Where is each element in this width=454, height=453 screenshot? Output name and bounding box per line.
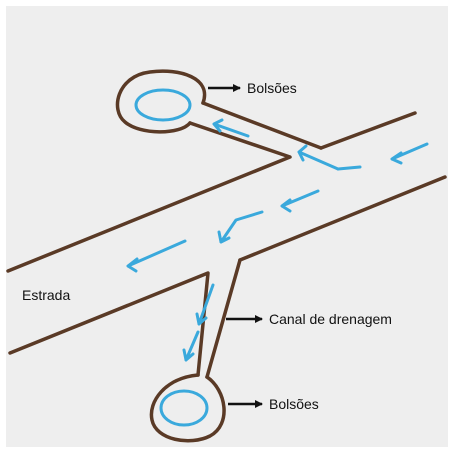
channel-right-edge (205, 258, 242, 379)
road-lower-edge (8, 271, 210, 377)
flow-arrow-channel-1 (195, 283, 215, 326)
panel-background (6, 6, 448, 447)
labels: Bolsões Estrada Canal de drenagem Bolsõe… (22, 80, 392, 412)
pocket-bottom-water (159, 389, 209, 427)
flow-arrow-main-1 (390, 142, 429, 165)
road-upper-edge-right (319, 111, 417, 150)
road-upper-edge-left (6, 121, 292, 273)
flow-arrow-main-3 (336, 165, 362, 171)
flow-arrow-main-2 (297, 144, 340, 171)
flow-arrow-main-6 (126, 239, 187, 273)
flow-arrow-branch-1 (212, 118, 250, 138)
branch-top-edge (201, 101, 323, 150)
pocket-bottom-label: Bolsões (269, 396, 319, 412)
road-lower-edge-right (238, 175, 447, 262)
road-label: Estrada (22, 287, 70, 303)
flow-arrow-main-4 (280, 189, 320, 213)
flow-arrow-main-5 (217, 210, 264, 244)
pocket-top-outline (115, 69, 207, 134)
pocket-top-label: Bolsões (247, 80, 297, 96)
water-flow-arrows (126, 118, 429, 362)
channel-label: Canal de drenagem (269, 311, 392, 327)
pocket-bottom-outline (149, 373, 226, 443)
flow-arrow-channel-2 (182, 330, 200, 362)
pocket-top-water (134, 88, 192, 122)
road-edges (6, 69, 447, 443)
